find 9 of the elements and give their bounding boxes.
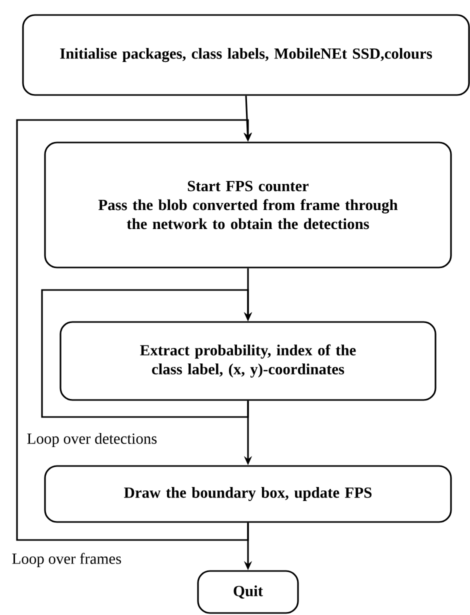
process-box: Start FPS counter Pass the blob converted from frame through the network to obtain the detections bbox=[44, 142, 452, 268]
process-box: Draw the boundary box, update FPS bbox=[44, 465, 452, 523]
edge-label: Loop over frames bbox=[10, 552, 123, 568]
process-box: Extract probability, index of the class label, (x, y)-coordinates bbox=[60, 321, 436, 401]
process-box: Initialise packages, class labels, MobileNEt SSD,colours bbox=[22, 14, 470, 96]
process-box: Quit bbox=[197, 570, 299, 614]
edge-label: Loop over detections bbox=[26, 432, 158, 448]
arrow bbox=[41, 289, 252, 418]
arrow bbox=[16, 119, 252, 541]
